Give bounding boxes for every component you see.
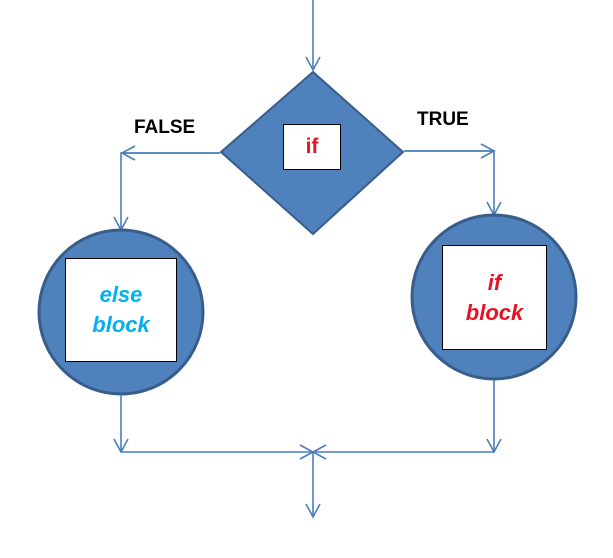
false-branch-arrow xyxy=(113,152,220,232)
if-block-line2: block xyxy=(465,299,524,325)
condition-box: if xyxy=(283,124,341,170)
condition-text: if xyxy=(305,134,319,158)
else-block-line2: block xyxy=(92,312,150,337)
else-block-line1: else xyxy=(99,282,143,308)
if-block-box: if block xyxy=(442,245,547,350)
true-label: TRUE xyxy=(417,109,469,130)
true-branch-arrow xyxy=(404,150,502,217)
if-block-line1: if xyxy=(487,269,502,295)
else-block-box: else block xyxy=(65,258,177,362)
false-label: FALSE xyxy=(134,117,196,138)
